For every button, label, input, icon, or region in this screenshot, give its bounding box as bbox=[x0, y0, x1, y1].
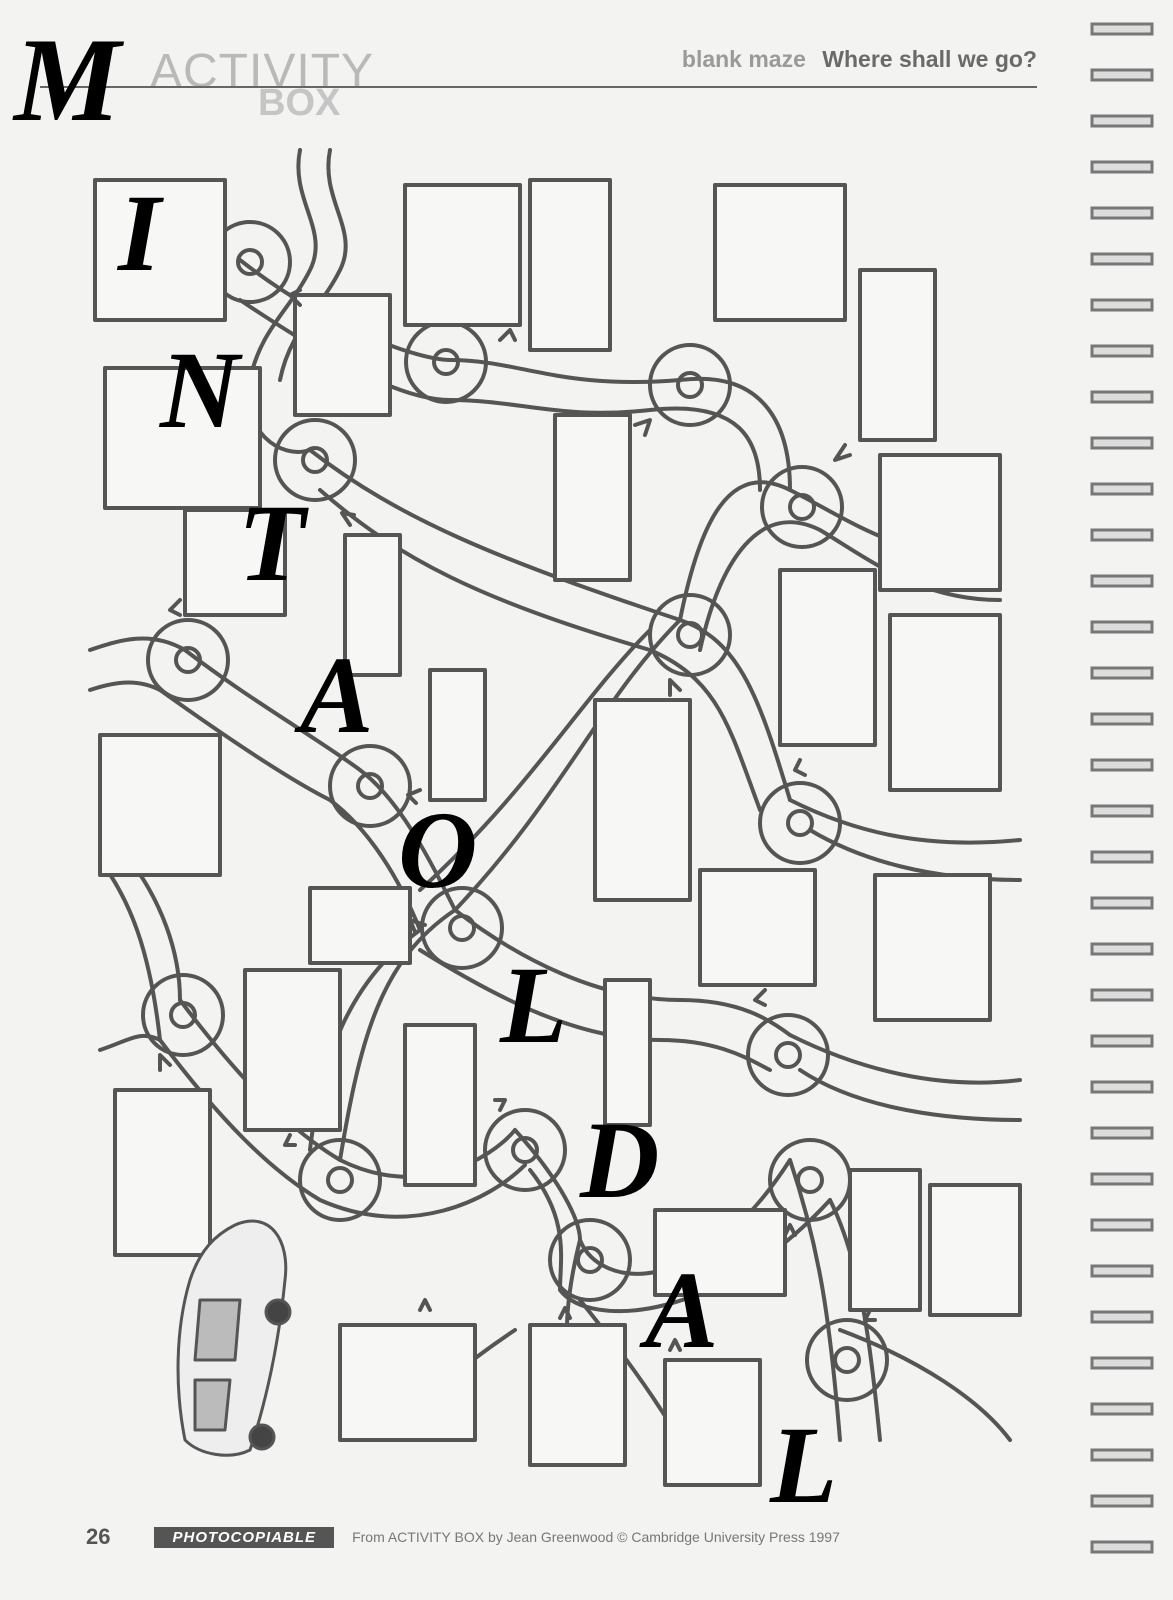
header-subtitle: blank maze bbox=[681, 46, 806, 72]
logo-activity-text: ACTIVITY bbox=[150, 45, 375, 98]
overlay-letter-6: O bbox=[398, 789, 478, 911]
photocopiable-badge: PHOTOCOPIABLE bbox=[154, 1526, 335, 1548]
overlay-letter-4: T bbox=[238, 482, 306, 604]
overlay-letter-3: N bbox=[160, 329, 240, 451]
footer-credit: From ACTIVITY BOX by Jean Greenwood © Ca… bbox=[352, 1529, 840, 1545]
maze-arrows bbox=[158, 288, 877, 1352]
overlay-letter-5: A bbox=[300, 634, 374, 756]
spiral-binding bbox=[1080, 20, 1173, 1580]
header-title: Where shall we go? bbox=[822, 46, 1037, 72]
page-number: 26 bbox=[86, 1524, 111, 1549]
header-rule bbox=[40, 86, 1037, 88]
overlay-letter-1: M bbox=[14, 13, 121, 146]
maze-building-boxes bbox=[93, 178, 1022, 1487]
overlay-letter-9: A bbox=[645, 1249, 719, 1371]
overlay-letter-10: L bbox=[770, 1404, 838, 1526]
overlay-letter-2: I bbox=[118, 172, 161, 294]
maze-roundabouts bbox=[141, 220, 889, 1402]
overlay-letter-8: D bbox=[580, 1099, 660, 1221]
page-footer: 26 PHOTOCOPIABLE From ACTIVITY BOX by Je… bbox=[86, 1524, 840, 1550]
logo-box-text: BOX bbox=[258, 82, 341, 124]
overlay-letter-7: L bbox=[500, 944, 568, 1066]
page-header: blank maze Where shall we go? bbox=[682, 46, 1037, 73]
car-illustration bbox=[176, 1219, 292, 1457]
